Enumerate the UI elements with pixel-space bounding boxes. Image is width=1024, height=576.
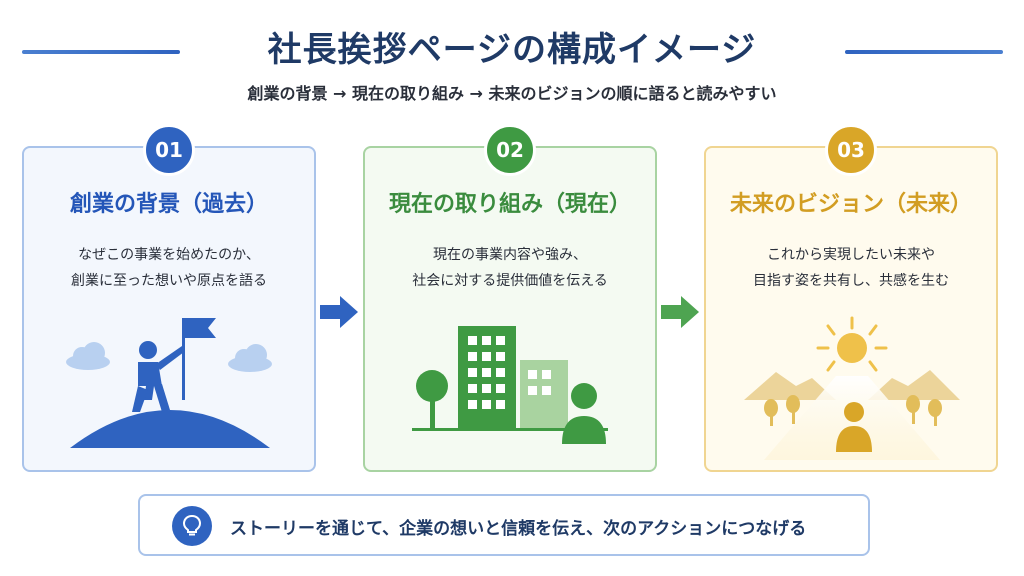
step-badge-03: 03 xyxy=(825,124,877,176)
description-line: 目指す姿を共有し、共感を生む xyxy=(753,273,949,289)
sunrise-path-icon xyxy=(744,316,960,460)
card-title-present: 現在の取り組み（現在） xyxy=(388,192,631,217)
flag-summit-icon xyxy=(66,318,272,448)
arrow-right-icon xyxy=(320,296,358,328)
card-description-past: なぜこの事業を始めたのか、 創業に至った想いや原点を語る xyxy=(22,242,316,294)
description-line: これから実現したい未来や xyxy=(767,247,935,263)
lightbulb-icon xyxy=(172,506,212,546)
card-title-past: 創業の背景（過去） xyxy=(69,192,268,217)
page-subtitle: 創業の背景 → 現在の取り組み → 未来のビジョンの順に語ると読みやすい xyxy=(247,84,777,103)
description-line: 社会に対する提供価値を伝える xyxy=(412,273,608,289)
description-line: 創業に至った想いや原点を語る xyxy=(71,273,267,289)
step-badge-02: 02 xyxy=(484,124,536,176)
card-description-present: 現在の事業内容や強み、 社会に対する提供価値を伝える xyxy=(363,242,657,294)
description-line: なぜこの事業を始めたのか、 xyxy=(78,247,260,263)
page-title: 社長挨拶ページの構成イメージ xyxy=(267,30,757,70)
card-title-future: 未来のビジョン（未来） xyxy=(729,192,972,217)
step-badge-01: 01 xyxy=(143,124,195,176)
arrow-right-icon xyxy=(661,296,699,328)
card-description-future: これから実現したい未来や 目指す姿を共有し、共感を生む xyxy=(704,242,998,294)
summary-banner xyxy=(138,494,870,556)
summary-text: ストーリーを通じて、企業の想いと信頼を伝え、次のアクションにつなげる xyxy=(230,519,807,539)
office-building-icon xyxy=(412,326,608,444)
description-line: 現在の事業内容や強み、 xyxy=(433,247,587,263)
right-divider xyxy=(845,50,1003,54)
left-divider xyxy=(22,50,180,54)
